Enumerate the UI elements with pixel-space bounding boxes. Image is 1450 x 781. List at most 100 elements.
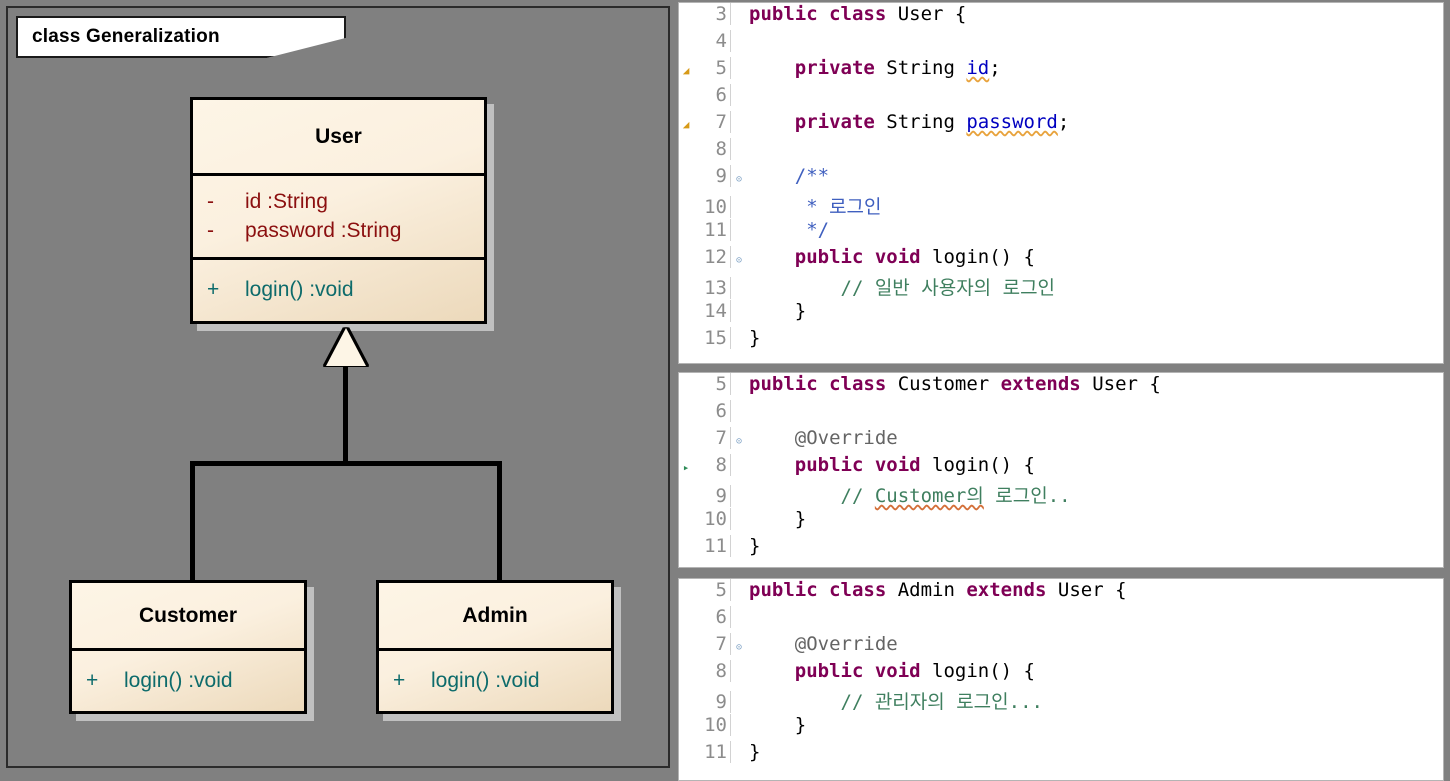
uml-diagram-panel[interactable]: class Generalization User - id :String -… xyxy=(6,6,670,768)
code-line[interactable]: 8 public void login() { xyxy=(679,454,1443,481)
code-line[interactable]: 11} xyxy=(679,741,1443,768)
code-line[interactable]: 10 * 로그인 xyxy=(679,192,1443,219)
visibility-marker: + xyxy=(207,278,220,302)
code-token: User { xyxy=(1057,579,1127,601)
code-token: String xyxy=(886,57,967,79)
line-number: 10 xyxy=(693,196,731,218)
fold-toggle-icon[interactable] xyxy=(733,428,745,455)
code-line[interactable]: 14 } xyxy=(679,300,1443,327)
line-number: 13 xyxy=(693,277,731,299)
fold-toggle-icon[interactable] xyxy=(733,634,745,661)
code-token xyxy=(749,454,795,476)
fold-toggle-icon[interactable] xyxy=(733,247,745,274)
uml-attributes-user: - id :String - password :String xyxy=(193,176,484,260)
code-token: public void xyxy=(794,246,933,268)
code-line[interactable]: 6 xyxy=(679,84,1443,111)
code-text: */ xyxy=(745,219,829,241)
code-token: 로그인.. xyxy=(983,485,1071,507)
code-token: /** xyxy=(749,165,830,187)
line-number: 8 xyxy=(693,454,731,476)
line-number: 11 xyxy=(693,741,731,763)
code-text: /** xyxy=(745,165,829,187)
code-line[interactable]: 9 /** xyxy=(679,165,1443,192)
code-line[interactable]: 11 */ xyxy=(679,219,1443,246)
code-token: } xyxy=(749,300,807,322)
uml-class-customer[interactable]: Customer + login() :void xyxy=(69,580,314,721)
code-token: public class xyxy=(749,373,898,395)
line-number: 8 xyxy=(693,660,731,682)
code-token: ; xyxy=(989,57,1001,79)
code-line[interactable]: 15} xyxy=(679,327,1443,354)
code-text: public class Customer extends User { xyxy=(745,373,1161,395)
override-marker-icon[interactable] xyxy=(679,454,693,481)
uml-class-user[interactable]: User - id :String - password :String + l… xyxy=(190,97,494,331)
visibility-marker: + xyxy=(393,668,406,692)
code-line[interactable]: 11} xyxy=(679,535,1443,562)
line-number: 9 xyxy=(693,165,731,187)
code-line[interactable]: 5 private String id; xyxy=(679,57,1443,84)
code-token: login() { xyxy=(932,454,1035,476)
attribute-label: password :String xyxy=(245,218,402,242)
generalization-line-vertical-customer xyxy=(190,461,195,586)
code-line[interactable]: 13 // 일반 사용자의 로그인 xyxy=(679,273,1443,300)
code-line[interactable]: 7 private String password; xyxy=(679,111,1443,138)
code-token: // 일반 사용자의 로그인 xyxy=(749,277,1056,299)
code-line[interactable]: 8 xyxy=(679,138,1443,165)
code-line[interactable]: 7 @Override xyxy=(679,633,1443,660)
line-number: 11 xyxy=(693,535,731,557)
code-token: Customer xyxy=(897,373,1001,395)
code-token: * 로그인 xyxy=(749,196,882,218)
warning-marker-icon[interactable] xyxy=(679,57,693,84)
diagram-frame-title-label: class Generalization xyxy=(32,26,220,47)
code-text: public void login() { xyxy=(745,246,1035,268)
line-number: 9 xyxy=(693,691,731,713)
code-line[interactable]: 6 xyxy=(679,400,1443,427)
code-line[interactable]: 4 xyxy=(679,30,1443,57)
code-text: // 관리자의 로그인... xyxy=(745,687,1043,714)
uml-method-row: + login() :void xyxy=(207,276,484,304)
fold-toggle-icon[interactable] xyxy=(733,166,745,193)
method-label: login() :void xyxy=(431,668,540,692)
code-token: extends xyxy=(966,579,1058,601)
line-number: 5 xyxy=(693,579,731,601)
generalization-line-vertical-admin xyxy=(497,461,502,586)
code-token: login() { xyxy=(932,660,1035,682)
code-line[interactable]: 12 public void login() { xyxy=(679,246,1443,273)
code-token: public class xyxy=(749,579,898,601)
code-line[interactable]: 9 // 관리자의 로그인... xyxy=(679,687,1443,714)
code-line[interactable]: 9 // Customer의 로그인.. xyxy=(679,481,1443,508)
code-token: User { xyxy=(897,3,967,25)
code-line[interactable]: 10 } xyxy=(679,714,1443,741)
code-line[interactable]: 10 } xyxy=(679,508,1443,535)
code-text: private String password; xyxy=(745,111,1070,133)
code-text: @Override xyxy=(745,427,898,449)
code-token: User { xyxy=(1092,373,1161,395)
uml-methods-admin: + login() :void xyxy=(379,651,611,711)
code-token: } xyxy=(749,741,761,763)
line-number: 7 xyxy=(693,111,731,133)
code-line[interactable]: 7 @Override xyxy=(679,427,1443,454)
uml-attribute-row: - id :String xyxy=(207,188,484,216)
code-token: String xyxy=(886,111,967,133)
code-line[interactable]: 8 public void login() { xyxy=(679,660,1443,687)
uml-class-name-admin: Admin xyxy=(379,583,611,651)
warning-marker-icon[interactable] xyxy=(679,111,693,138)
code-text: * 로그인 xyxy=(745,192,882,219)
line-number: 9 xyxy=(693,485,731,507)
uml-class-admin[interactable]: Admin + login() :void xyxy=(376,580,621,721)
uml-attribute-row: - password :String xyxy=(207,217,484,245)
line-number: 6 xyxy=(693,400,731,422)
code-line[interactable]: 6 xyxy=(679,606,1443,633)
line-number: 15 xyxy=(693,327,731,349)
code-token: private xyxy=(794,111,887,133)
code-text: } xyxy=(745,300,806,322)
line-number: 8 xyxy=(693,138,731,160)
uml-methods-customer: + login() :void xyxy=(72,651,304,711)
